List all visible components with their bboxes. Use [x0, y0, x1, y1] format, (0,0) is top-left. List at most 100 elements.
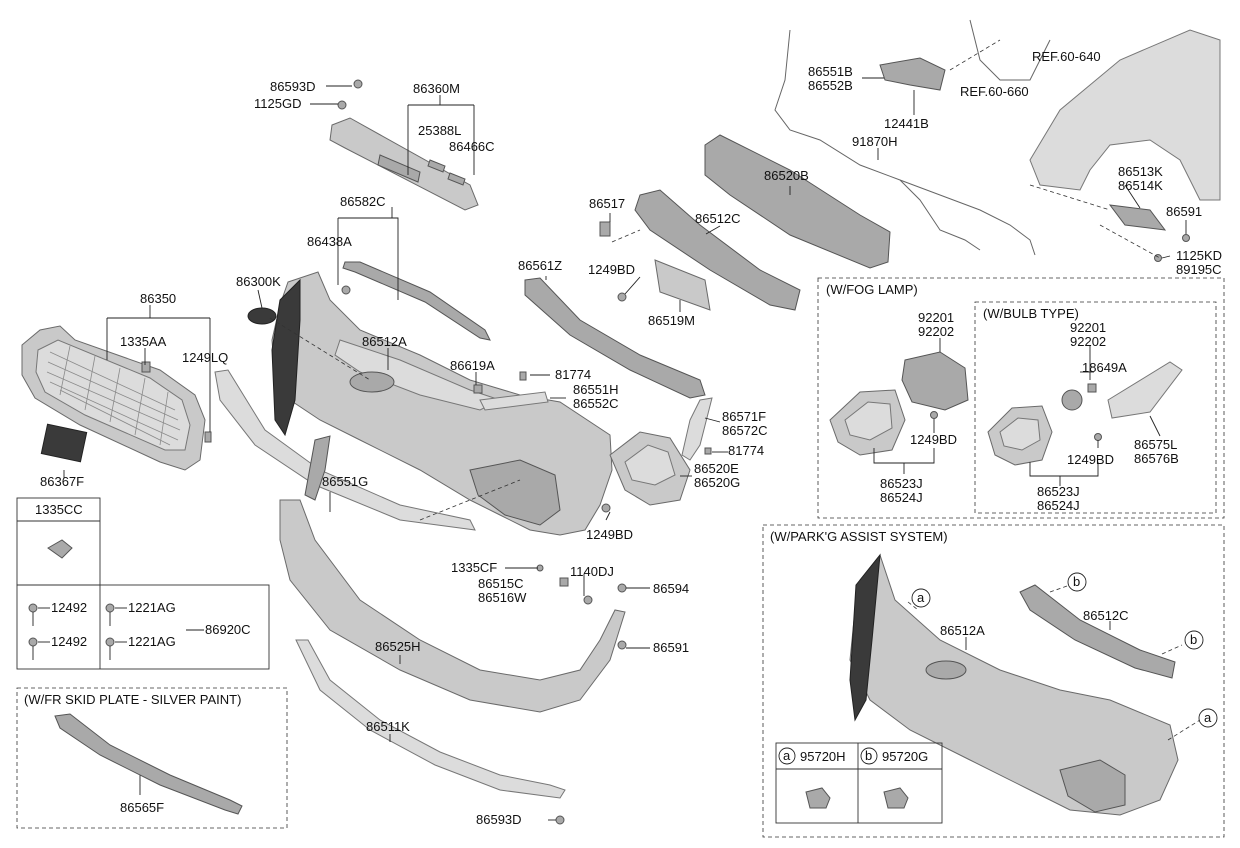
legend-b-letter: b: [865, 748, 872, 763]
label-12492-b: 12492: [51, 634, 87, 649]
lower-skid-molding: [295, 639, 566, 799]
label-1221AG-b: 1221AG: [128, 634, 176, 649]
label-86552C: 86552C: [573, 396, 619, 411]
sensor-legend: a 95720H b 95720G: [775, 742, 943, 824]
label-ref-60-660: REF.60-660: [960, 84, 1029, 99]
bulb-label-92201: 92201: [1070, 320, 1106, 335]
bulb-socket: [1087, 383, 1097, 393]
label-1140DJ: 1140DJ: [570, 564, 614, 579]
fog-lamp-unit: [901, 351, 969, 411]
license-plate-bracket: [654, 259, 711, 311]
park-reinforce-86512C: [1019, 584, 1176, 679]
fender-reference: [1029, 29, 1221, 201]
label-86551G: 86551G: [322, 474, 368, 489]
label-86619A: 86619A: [450, 358, 495, 373]
radiator-grille: [21, 325, 212, 471]
label-86591-a: 86591: [1166, 204, 1202, 219]
part-labels: 86593D 1125GD 86360M 25388L 86466C 86582…: [40, 49, 1222, 827]
fog-label-92201: 92201: [918, 310, 954, 325]
label-86438A: 86438A: [307, 234, 352, 249]
park-label-86512C: 86512C: [1083, 608, 1129, 623]
clip-86619A: [473, 384, 483, 394]
lower-cover-side: [304, 435, 331, 501]
label-86514K: 86514K: [1118, 178, 1163, 193]
label-86367F: 86367F: [40, 474, 84, 489]
label-86552B: 86552B: [808, 78, 853, 93]
fog-lamp-box: (W/FOG LAMP) 92201 92202 1249BD 86523J 8…: [817, 277, 1225, 519]
label-86591-b: 86591: [653, 640, 689, 655]
label-1335CF: 1335CF: [451, 560, 497, 575]
callout-b-2: b: [1190, 632, 1197, 647]
label-86920C: 86920C: [205, 622, 251, 637]
label-86512C: 86512C: [695, 211, 741, 226]
label-12441B: 12441B: [884, 116, 929, 131]
label-1335AA: 1335AA: [120, 334, 167, 349]
fog-label-86523J: 86523J: [880, 476, 923, 491]
body-pillar-reference: [969, 19, 1051, 81]
label-86593D-top: 86593D: [270, 79, 316, 94]
label-86520G: 86520G: [694, 475, 740, 490]
bulb-cover-inner: [999, 417, 1041, 451]
side-bracket-86551B: [879, 57, 946, 91]
callout-a-2: a: [1204, 710, 1212, 725]
bulb-label-18649A: 18649A: [1082, 360, 1127, 375]
label-86519M: 86519M: [648, 313, 695, 328]
wiring-harness: [774, 29, 1036, 256]
park-emblem: [925, 660, 967, 680]
fog-label-92202: 92202: [918, 324, 954, 339]
label-86520E: 86520E: [694, 461, 739, 476]
bulb-label-86524J: 86524J: [1037, 498, 1080, 513]
sensor-95720G: [883, 787, 909, 809]
label-86551B: 86551B: [808, 64, 853, 79]
park-bumper-dark-edge: [849, 553, 881, 722]
wiring-branch: [899, 179, 981, 251]
fog-lamp-cover-a-inner: [844, 401, 893, 441]
label-86516W: 86516W: [478, 590, 527, 605]
label-86565F: 86565F: [120, 800, 164, 815]
screw-86591-a: [1182, 234, 1190, 242]
label-91870H: 91870H: [852, 134, 898, 149]
label-86520B: 86520B: [764, 168, 809, 183]
bulb-label-86523J: 86523J: [1037, 484, 1080, 499]
label-86551H: 86551H: [573, 382, 619, 397]
fog-label-1249BD: 1249BD: [910, 432, 957, 447]
label-86571F: 86571F: [722, 409, 766, 424]
fastener-kit-box: 1335CC 12492 12492 1221AG 1221AG 86920C: [16, 497, 270, 670]
label-89195C: 89195C: [1176, 262, 1222, 277]
bulb-type-box: (W/BULB TYPE) 92201 92202 18649A 1249BD …: [974, 301, 1217, 514]
label-1335CC: 1335CC: [35, 502, 83, 517]
lower-bumper-cover: [279, 499, 626, 713]
label-1249BD-a: 1249BD: [588, 262, 635, 277]
label-86350: 86350: [140, 291, 176, 306]
park-label-86512A: 86512A: [940, 623, 985, 638]
kia-emblem: [247, 307, 277, 325]
clip-81774-b: [704, 447, 712, 455]
label-1249BD-b: 1249BD: [586, 527, 633, 542]
label-12492-a: 12492: [51, 600, 87, 615]
park-callouts: a b b a: [911, 572, 1218, 728]
legend-b-part: 95720G: [882, 749, 928, 764]
legend-a-part: 95720H: [800, 749, 846, 764]
dashed-guides: [269, 39, 1161, 521]
upper-bracket: [329, 79, 479, 211]
upper-grille-reinforce: [634, 189, 801, 311]
park-assist-box: (W/PARK'G ASSIST SYSTEM) 86512A 86512C a…: [762, 524, 1225, 838]
upper-molding-strip: [342, 261, 491, 341]
skid-plate-86565F: [54, 713, 243, 815]
label-86512A: 86512A: [362, 334, 407, 349]
clip-81774-a: [519, 371, 527, 381]
park-lower-opening: [1059, 759, 1126, 813]
label-86300K: 86300K: [236, 274, 281, 289]
label-81774-b: 81774: [728, 443, 764, 458]
trim-86551H: [479, 391, 549, 411]
callout-b-1: b: [1073, 574, 1080, 589]
label-86572C: 86572C: [722, 423, 768, 438]
label-81774-a: 81774: [555, 367, 591, 382]
label-25388L: 25388L: [418, 123, 461, 138]
fasteners: [341, 285, 627, 825]
label-86511K: 86511K: [366, 719, 410, 734]
park-assist-title: (W/PARK'G ASSIST SYSTEM): [770, 529, 948, 544]
side-garnish-86575L: [1107, 361, 1183, 419]
label-1125GD: 1125GD: [254, 96, 301, 111]
